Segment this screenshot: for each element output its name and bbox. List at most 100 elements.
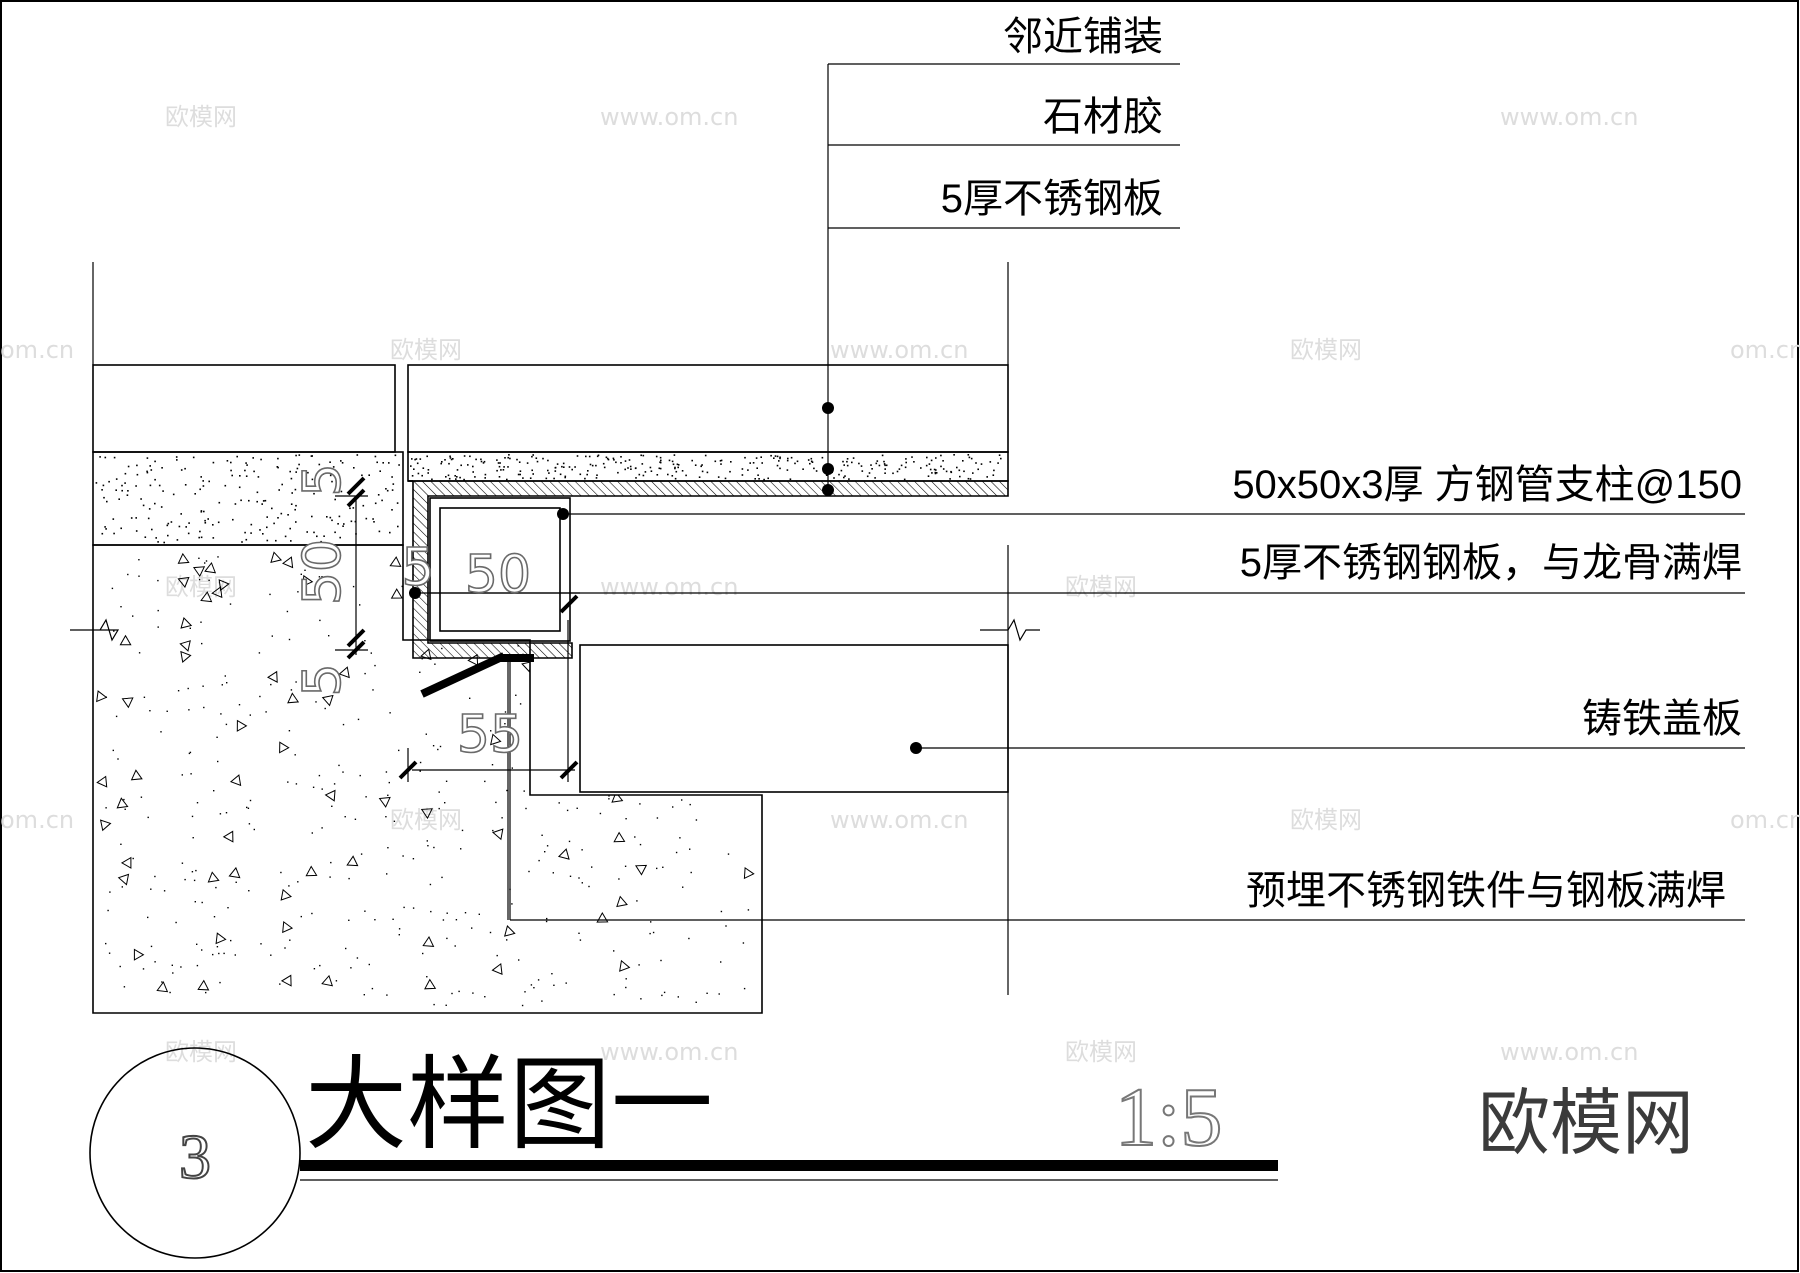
concrete-speckle [720,961,722,963]
concrete-speckle [472,992,474,994]
mortar-speckle [365,517,368,520]
concrete-speckle [160,731,162,733]
mortar-speckle [640,454,642,457]
concrete-speckle [511,767,513,769]
mortar-speckle [674,477,677,480]
mortar-speckle [720,463,722,465]
concrete-speckle [225,812,228,814]
concrete-speckle [720,910,723,913]
mortar-speckle [313,531,315,534]
mortar-speckle [115,489,117,491]
mortar-speckle [993,469,995,472]
mortar-speckle [475,458,477,461]
concrete-speckle [105,942,107,945]
concrete-speckle [436,633,438,635]
mortar-speckle [218,501,221,504]
mortar-speckle [668,459,671,462]
concrete-speckle [280,871,282,874]
mortar-speckle [950,471,953,474]
concrete-speckle [161,981,163,983]
mortar-speckle [484,473,487,476]
aggregate-mark [631,729,644,742]
mortar-speckle [958,469,961,472]
mortar-speckle [130,517,133,519]
mortar-speckle [547,459,549,462]
concrete-speckle [318,576,321,578]
mortar-speckle [885,464,888,467]
concrete-speckle [294,754,296,756]
mortar-speckle [851,461,853,464]
concrete-speckle [675,851,678,854]
mortar-speckle [329,474,332,477]
concrete-speckle [132,615,134,617]
mortar-speckle [463,455,466,457]
concrete-speckle [259,695,261,698]
mortar-speckle [547,469,549,472]
watermark-text: www.om.cn [830,336,968,364]
mortar-speckle [244,469,246,472]
concrete-speckle [519,703,522,705]
concrete-speckle [117,758,119,760]
mortar-speckle [659,456,662,459]
mortar-speckle [970,457,973,460]
mortar-speckle [266,526,268,529]
mortar-speckle [870,464,872,466]
concrete-speckle [419,770,421,772]
concrete-speckle [364,910,366,912]
concrete-speckle [138,559,140,561]
concrete-speckle [219,813,222,815]
mortar-speckle [204,519,206,522]
concrete-speckle [639,803,641,805]
mortar-speckle [170,521,173,523]
concrete-speckle [196,802,199,804]
concrete-speckle [198,578,201,581]
aggregate-mark [568,685,581,697]
concrete-speckle [571,580,574,583]
mortar-speckle [391,489,394,491]
mortar-speckle [331,480,333,483]
aggregate-mark [593,561,605,574]
concrete-speckle [253,828,255,831]
mortar-speckle [452,458,454,460]
mortar-speckle [548,472,550,474]
mortar-speckle [920,467,922,469]
mortar-speckle [526,462,529,464]
mortar-speckle [519,470,522,472]
mortar-speckle [972,472,974,474]
mortar-speckle [273,522,275,525]
mortar-speckle [99,456,101,458]
mortar-speckle [413,468,415,470]
concrete-speckle [288,730,291,732]
mortar-speckle [744,456,746,459]
concrete-speckle [627,747,629,749]
concrete-speckle [138,575,140,577]
mortar-speckle [241,541,243,543]
concrete-speckle [333,783,336,785]
mortar-speckle [674,467,676,470]
concrete-speckle [570,747,573,749]
mortar-speckle [226,460,229,462]
concrete-speckle [194,901,196,903]
mortar-speckle [659,467,662,470]
concrete-speckle [725,925,727,927]
label-adjacent-paving: 邻近铺装 [1003,15,1163,59]
mortar-speckle [628,459,631,461]
aggregate-mark [119,634,132,646]
mortar-speckle [126,494,129,496]
concrete-speckle [249,714,251,716]
mortar-speckle [240,499,242,502]
concrete-speckle [711,697,713,700]
concrete-speckle [387,847,389,849]
concrete-speckle [319,619,321,622]
mortar-speckle [144,536,147,538]
concrete-speckle [227,907,229,909]
mortar-speckle [289,527,291,530]
concrete-speckle [190,773,192,775]
mortar-speckle [394,454,397,457]
concrete-speckle [111,587,114,590]
mortar-speckle [691,459,693,462]
concrete-speckle [445,780,448,782]
aggregate-mark [236,719,248,732]
mortar-speckle [638,473,641,476]
aggregate-mark [346,855,359,867]
